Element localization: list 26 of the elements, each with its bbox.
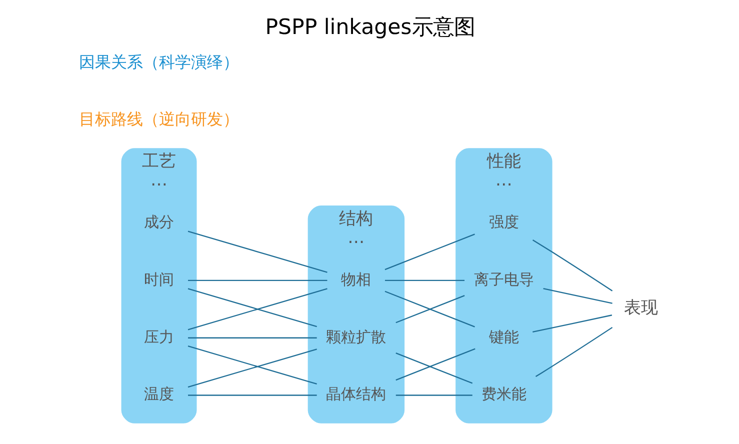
node-text: 晶体结构 (326, 385, 386, 404)
connector (384, 280, 464, 282)
node-text: 强度 (488, 212, 518, 231)
node-text: 压力 (144, 328, 174, 346)
node-text: 表现 (624, 298, 658, 318)
connector (188, 337, 316, 338)
connector (384, 290, 474, 328)
node-text: 时间 (144, 270, 174, 288)
connector (532, 239, 612, 292)
node-text: 颗粒扩散 (326, 328, 386, 346)
connector (395, 394, 472, 396)
connector (188, 280, 327, 282)
connector (188, 394, 316, 396)
connector (395, 348, 475, 381)
diagram-title: PSPP linkages示意图 (264, 14, 474, 40)
node-text: 温度 (144, 385, 174, 404)
node-text: 键能 (488, 328, 518, 346)
label: 因果关系（科学演绎） (78, 54, 239, 72)
connector (534, 326, 612, 378)
node-text: 成分 (144, 212, 174, 231)
connector (532, 314, 612, 333)
node-text: 离子电导 (473, 270, 534, 288)
node-text: 物相 (340, 270, 371, 288)
label: 目标路线（逆向研发） (78, 112, 239, 129)
node-text: 费米能 (480, 385, 526, 404)
connector (384, 234, 474, 270)
